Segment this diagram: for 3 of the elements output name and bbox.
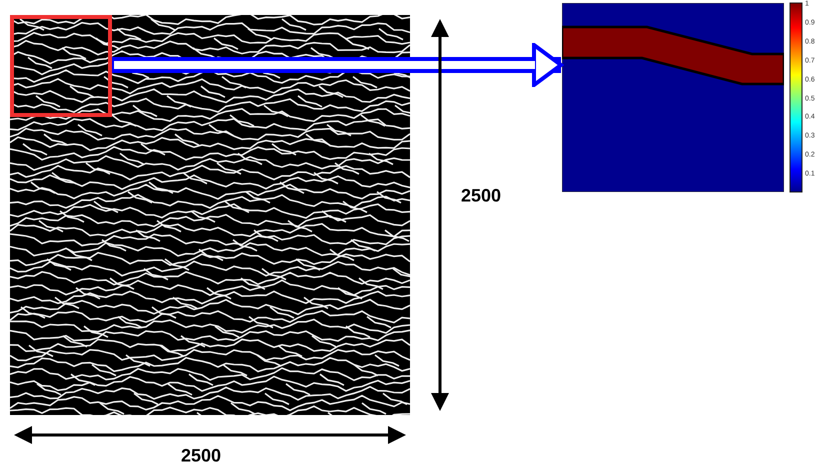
dimension-label: 2500: [460, 186, 502, 206]
dimension-label: 2500: [180, 446, 222, 466]
highlight-box: [10, 15, 112, 117]
